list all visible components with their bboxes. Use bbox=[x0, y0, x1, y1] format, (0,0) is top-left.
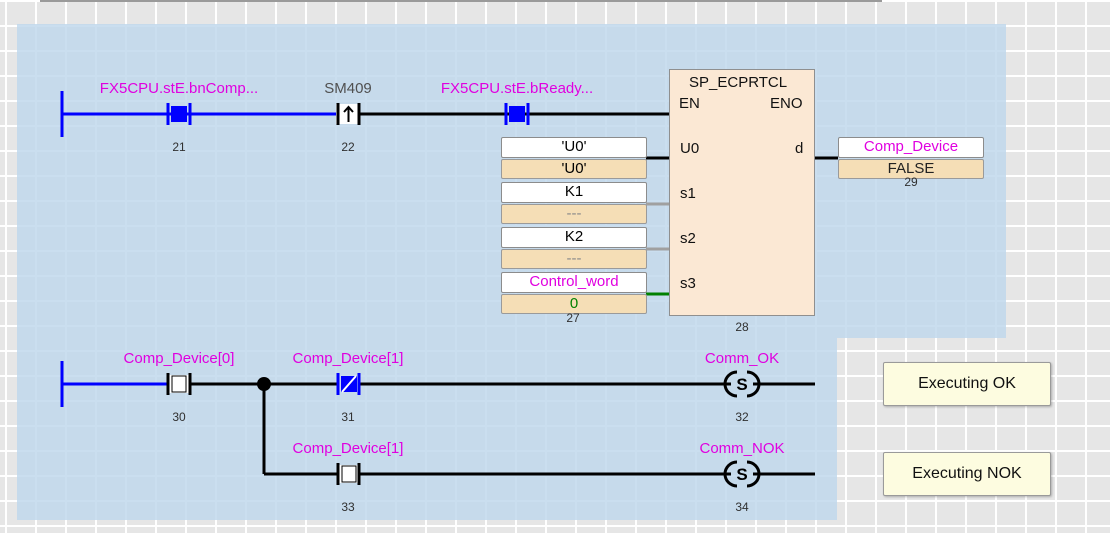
fb-number: 28 bbox=[735, 320, 749, 334]
fb-pin-s2: s2 bbox=[680, 230, 696, 247]
fb-name: SP_ECPRTCL bbox=[689, 74, 788, 91]
coil-34-label: Comm_NOK bbox=[699, 440, 785, 457]
s3-operand-field[interactable]: Control_word bbox=[501, 272, 647, 293]
svg-text:S: S bbox=[736, 375, 747, 394]
u0-current-value: 'U0' bbox=[501, 159, 647, 179]
contact-30-number: 30 bbox=[172, 410, 186, 424]
contact-30-label: Comp_Device[0] bbox=[123, 350, 235, 367]
fb-pin-eno: ENO bbox=[770, 95, 803, 112]
coil-32-set-symbol[interactable]: S bbox=[723, 370, 761, 398]
rung-2-highlight bbox=[17, 338, 837, 520]
contact-23-label: FX5CPU.stE.bReady... bbox=[440, 80, 594, 97]
contact-23-symbol[interactable] bbox=[504, 103, 530, 125]
d-current-value: FALSE bbox=[838, 159, 984, 179]
comment-executing-nok[interactable]: Executing NOK bbox=[883, 452, 1051, 496]
contact-30-symbol[interactable] bbox=[166, 373, 192, 395]
fb-pin-en: EN bbox=[679, 95, 700, 112]
comment-executing-ok[interactable]: Executing OK bbox=[883, 362, 1051, 406]
coil-32-label: Comm_OK bbox=[704, 350, 780, 367]
contact-22-symbol[interactable] bbox=[336, 103, 361, 125]
fb-pin-d: d bbox=[795, 140, 804, 157]
contact-31-symbol[interactable] bbox=[336, 373, 361, 395]
contact-31-label: Comp_Device[1] bbox=[292, 350, 404, 367]
contact-21-symbol[interactable] bbox=[166, 103, 192, 125]
s3-number: 27 bbox=[566, 311, 580, 325]
s2-current-value: --- bbox=[501, 249, 647, 269]
fb-pin-u0: U0 bbox=[680, 140, 700, 157]
coil-32-number: 32 bbox=[735, 410, 749, 424]
contact-33-label: Comp_Device[1] bbox=[292, 440, 404, 457]
coil-34-number: 34 bbox=[735, 500, 749, 514]
contact-22-label: SM409 bbox=[324, 80, 372, 97]
s1-current-value: --- bbox=[501, 204, 647, 224]
contact-22-number: 22 bbox=[341, 140, 355, 154]
contact-33-number: 33 bbox=[341, 500, 355, 514]
s2-operand-field[interactable]: K2 bbox=[501, 227, 647, 248]
branch-junction-dot bbox=[257, 377, 271, 391]
fb-pin-s1: s1 bbox=[680, 185, 696, 202]
contact-21-label: FX5CPU.stE.bnComp... bbox=[99, 80, 259, 97]
coil-34-set-symbol[interactable]: S bbox=[723, 460, 761, 488]
s3-current-value: 0 bbox=[501, 294, 647, 314]
svg-text:S: S bbox=[736, 465, 747, 484]
s1-operand-field[interactable]: K1 bbox=[501, 182, 647, 203]
d-operand-field[interactable]: Comp_Device bbox=[838, 137, 984, 158]
top-scroll-edge bbox=[40, 0, 882, 2]
function-block-sp-ecprtcl[interactable] bbox=[669, 69, 815, 316]
contact-21-number: 21 bbox=[172, 140, 186, 154]
contact-31-number: 31 bbox=[341, 410, 355, 424]
d-number: 29 bbox=[904, 175, 918, 189]
contact-33-symbol[interactable] bbox=[336, 463, 361, 485]
u0-operand-field[interactable]: 'U0' bbox=[501, 137, 647, 158]
fb-pin-s3: s3 bbox=[680, 275, 696, 292]
